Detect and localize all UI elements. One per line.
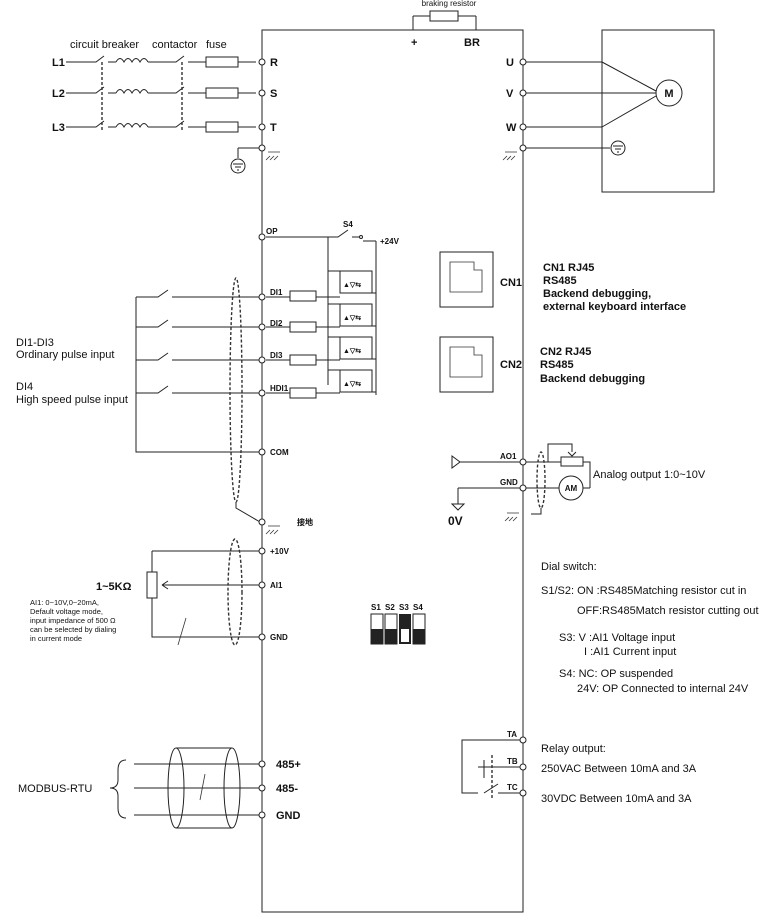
terminal-485m-label: 485-	[276, 783, 298, 795]
ai1-note4: can be selected by dialing	[30, 625, 116, 634]
dial-switch-description: Dial switch: S1/S2: ON :RS485Matching re…	[541, 561, 759, 695]
ground-terminal: 接地	[258, 517, 313, 535]
dial-line3: S3: V :AI1 Voltage input	[559, 632, 675, 644]
ai1-note3: input impedance of 500 Ω	[30, 616, 116, 625]
motor-output-section: U V W M	[502, 29, 715, 193]
l1-label: L1	[52, 57, 65, 69]
terminal-br-label: BR	[464, 37, 480, 49]
circuit-breaker-label: circuit breaker	[70, 39, 139, 51]
terminal-v-label: V	[506, 88, 514, 100]
cn1-line3: Backend debugging,	[543, 288, 651, 300]
terminal-ai1-label: AI1	[270, 581, 283, 590]
terminal-di2-label: DI2	[270, 319, 283, 328]
cn1-tag: CN1	[500, 277, 522, 289]
di13-desc-line2: Ordinary pulse input	[16, 349, 114, 361]
terminal-op-label: OP	[266, 227, 278, 236]
digital-input-section: OP S4 +24V ▲▽⇆ ▲▽⇆ ▲▽⇆ ▲▽⇆ DI1 DI2 DI3 H…	[16, 220, 400, 523]
cn2-tag: CN2	[500, 359, 522, 371]
dip-s1-label: S1	[371, 603, 381, 612]
relay-line2: 30VDC Between 10mA and 3A	[541, 793, 692, 805]
analog-output-label: Analog output 1:0~10V	[593, 469, 706, 481]
terminal-di3-label: DI3	[270, 351, 283, 360]
terminal-gnd-ao-label: GND	[500, 478, 518, 487]
cn1-line4: external keyboard interface	[543, 301, 686, 313]
motor-ground-icon	[610, 140, 626, 156]
plus24v-label: +24V	[380, 237, 400, 246]
cn2-line2: RS485	[540, 359, 574, 371]
braking-resistor: braking resistor + BR	[411, 0, 480, 49]
cn2-line3: Backend debugging	[540, 373, 645, 385]
terminal-u-label: U	[506, 57, 514, 69]
svg-text:▲▽⇆: ▲▽⇆	[343, 380, 361, 388]
terminal-gnd-485-label: GND	[276, 810, 301, 822]
di4-desc-line1: DI4	[16, 381, 33, 393]
power-input-section: circuit breaker contactor fuse L1 L2 L3 …	[52, 39, 280, 174]
svg-text:▲▽⇆: ▲▽⇆	[343, 281, 361, 289]
terminal-di1-label: DI1	[270, 288, 283, 297]
dial-line4: I :AI1 Current input	[584, 646, 676, 658]
ai1-note5: in current mode	[30, 634, 82, 643]
di4-desc-line2: High speed pulse input	[16, 394, 128, 406]
terminal-tb-label: TB	[507, 757, 518, 766]
dip-s3-label: S3	[399, 603, 409, 612]
dial-line1: S1/S2: ON :RS485Matching resistor cut in	[541, 585, 746, 597]
dip-s4-label: S4	[413, 603, 423, 612]
svg-text:▲▽⇆: ▲▽⇆	[343, 314, 361, 322]
terminal-tc-label: TC	[507, 783, 518, 792]
ai1-note1: AI1: 0~10V,0~20mA,	[30, 598, 99, 607]
modbus-section: MODBUS-RTU 485+ 485- GND	[18, 747, 301, 829]
l3-label: L3	[52, 122, 65, 134]
terminal-ta-label: TA	[507, 730, 517, 739]
terminal-485p-label: 485+	[276, 759, 301, 771]
modbus-label: MODBUS-RTU	[18, 783, 92, 795]
terminal-ao1-label: AO1	[500, 452, 517, 461]
terminal-s-label: S	[270, 88, 277, 100]
terminal-hdi1-label: HDI1	[270, 384, 289, 393]
inverter-body	[261, 29, 524, 913]
dial-line5: S4: NC: OP suspended	[559, 668, 673, 680]
ground-icon	[230, 158, 246, 174]
di13-desc-line1: DI1-DI3	[16, 337, 54, 349]
terminal-r-label: R	[270, 57, 278, 69]
pot-label: 1~5KΩ	[96, 581, 132, 593]
terminal-plus-label: +	[411, 37, 417, 49]
relay-output-section: TA TB TC Relay output: 250VAC Between 10…	[461, 730, 697, 805]
ai1-note2: Default voltage mode,	[30, 607, 103, 616]
cn1-title: CN1 RJ45	[543, 262, 594, 274]
analog-input-section: +10V AI1 GND 1~5KΩ AI1: 0~10V,0~20mA, De…	[30, 538, 290, 646]
fuse-label: fuse	[206, 39, 227, 51]
dip-switches[interactable]: S1 S2 S3 S4	[370, 603, 426, 645]
l2-label: L2	[52, 88, 65, 100]
braking-resistor-label: braking resistor	[422, 0, 477, 8]
am-label: AM	[565, 484, 578, 493]
relay-line1: 250VAC Between 10mA and 3A	[541, 763, 697, 775]
terminal-com-label: COM	[270, 448, 289, 457]
dip-s2-label: S2	[385, 603, 395, 612]
zero-v-label: 0V	[448, 514, 463, 528]
switch-s4-label: S4	[343, 220, 353, 229]
dial-line6: 24V: OP Connected to internal 24V	[577, 683, 749, 695]
cn2-title: CN2 RJ45	[540, 346, 591, 358]
relay-title: Relay output:	[541, 743, 606, 755]
cn2-connector: CN2 CN2 RJ45 RS485 Backend debugging	[439, 336, 645, 393]
terminal-plus10v-label: +10V	[270, 547, 290, 556]
dial-title: Dial switch:	[541, 561, 597, 573]
motor-label: M	[664, 88, 673, 100]
analog-output-section: AO1 GND AM Analog output 1:0~10V 0V	[448, 443, 706, 528]
motor-box	[601, 29, 715, 193]
cn1-connector: CN1 CN1 RJ45 RS485 Backend debugging, ex…	[439, 251, 686, 313]
terminal-gnd-ai-label: GND	[270, 633, 288, 642]
cn1-line2: RS485	[543, 275, 577, 287]
dial-line2: OFF:RS485Match resistor cutting out	[577, 605, 759, 617]
motor-icon	[655, 79, 683, 107]
svg-text:▲▽⇆: ▲▽⇆	[343, 347, 361, 355]
terminal-t-label: T	[270, 122, 277, 134]
contactor-label: contactor	[152, 39, 198, 51]
terminal-w-label: W	[506, 122, 517, 134]
ground-label: 接地	[297, 517, 313, 527]
